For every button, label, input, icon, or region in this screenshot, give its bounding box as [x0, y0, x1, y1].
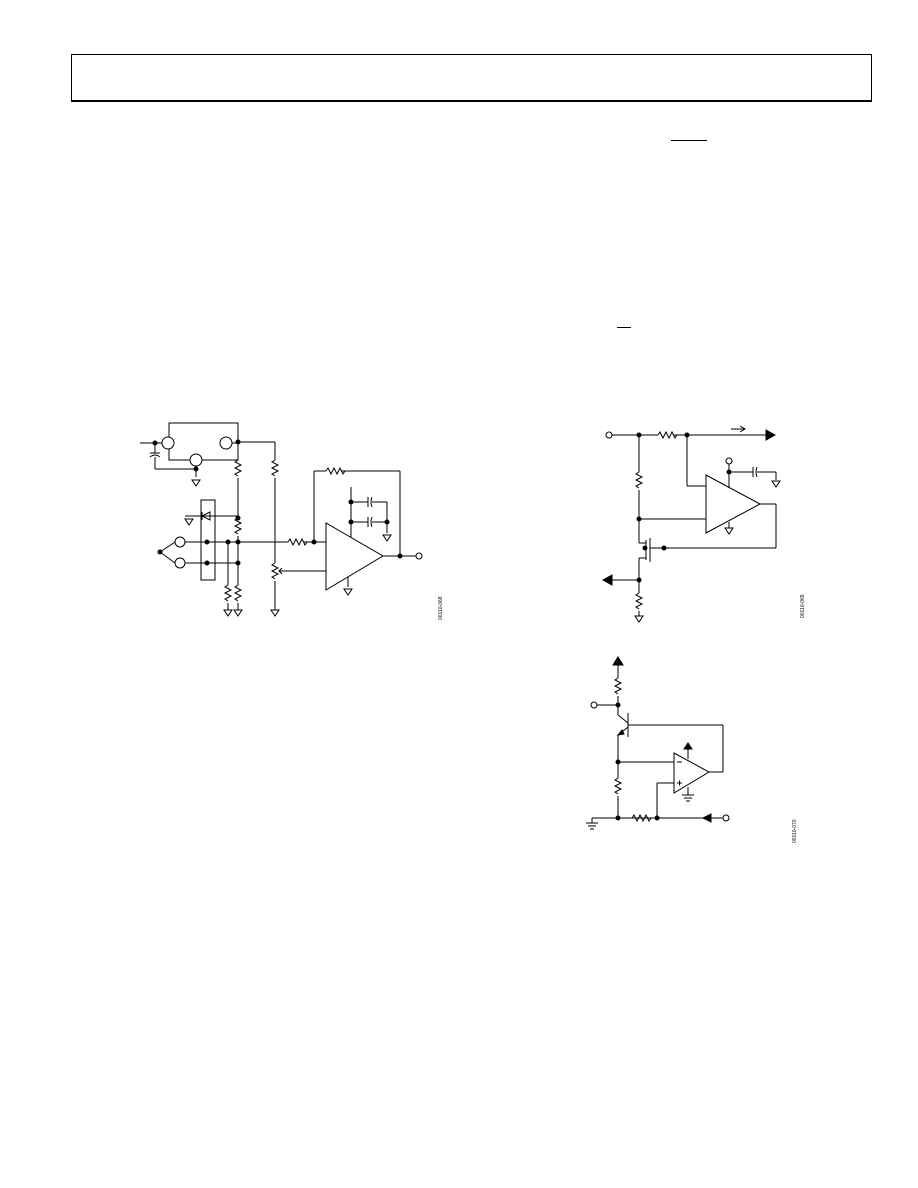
page-header — [71, 54, 872, 102]
output-terminal-icon — [722, 814, 730, 822]
reference-pin-icon — [161, 436, 175, 450]
equation-fraction-bar — [617, 327, 631, 328]
resistor-icon — [233, 459, 243, 477]
resistor-icon — [233, 584, 243, 602]
arrow-up-icon — [612, 656, 624, 666]
diode-icon — [200, 511, 211, 521]
resistor-icon — [613, 677, 623, 695]
resistor-icon — [631, 813, 652, 823]
figure-current-sink-circuit: 00110-070 — [583, 655, 813, 850]
resistor-icon — [233, 517, 243, 535]
terminal-icon — [174, 557, 186, 569]
arrow-left-icon — [701, 813, 712, 823]
figure-thermocouple-circuit: 00110-068 — [140, 415, 450, 630]
ground-icon — [724, 527, 734, 535]
arrow-left-icon — [601, 574, 613, 586]
output-terminal-icon — [415, 552, 423, 560]
supply-terminal-icon — [725, 457, 733, 465]
figure-code: 00110-069 — [800, 594, 806, 618]
ground-icon — [343, 588, 353, 596]
terminal-icon — [174, 536, 186, 548]
ground-icon — [233, 609, 243, 617]
thermocouple-junction-icon — [157, 549, 163, 555]
op-amp-icon — [673, 752, 711, 794]
equation-fraction-bar — [671, 140, 707, 141]
ground-icon — [184, 518, 194, 526]
ground-icon — [382, 534, 392, 542]
ground-icon — [634, 615, 644, 623]
resistor-icon — [325, 466, 346, 476]
ground-icon — [223, 609, 233, 617]
reference-pin-icon — [189, 453, 203, 467]
resistor-icon — [657, 430, 678, 440]
figure-code: 00110-068 — [438, 596, 444, 620]
resistor-icon — [287, 537, 308, 547]
figure-current-source-circuit: 00110-069 — [598, 420, 818, 625]
reference-pin-icon — [219, 436, 233, 450]
input-terminal-icon — [605, 431, 613, 439]
resistor-icon — [223, 584, 233, 602]
transistor-icon — [617, 714, 629, 724]
resistor-icon — [634, 592, 644, 610]
isothermal-block — [200, 499, 216, 581]
op-amp-icon — [325, 522, 384, 591]
resistor-icon — [270, 459, 280, 477]
ground-icon — [191, 479, 201, 487]
arrow-up-icon — [683, 742, 693, 750]
arrow-right-icon — [765, 429, 777, 441]
op-amp-icon — [705, 474, 762, 534]
figure-code: 00110-070 — [792, 819, 798, 843]
ground-icon — [270, 609, 280, 617]
resistor-icon — [634, 471, 644, 489]
resistor-icon — [613, 777, 623, 795]
potentiometer-icon — [270, 562, 280, 580]
ground-icon — [771, 480, 781, 488]
input-terminal-icon — [590, 701, 598, 709]
